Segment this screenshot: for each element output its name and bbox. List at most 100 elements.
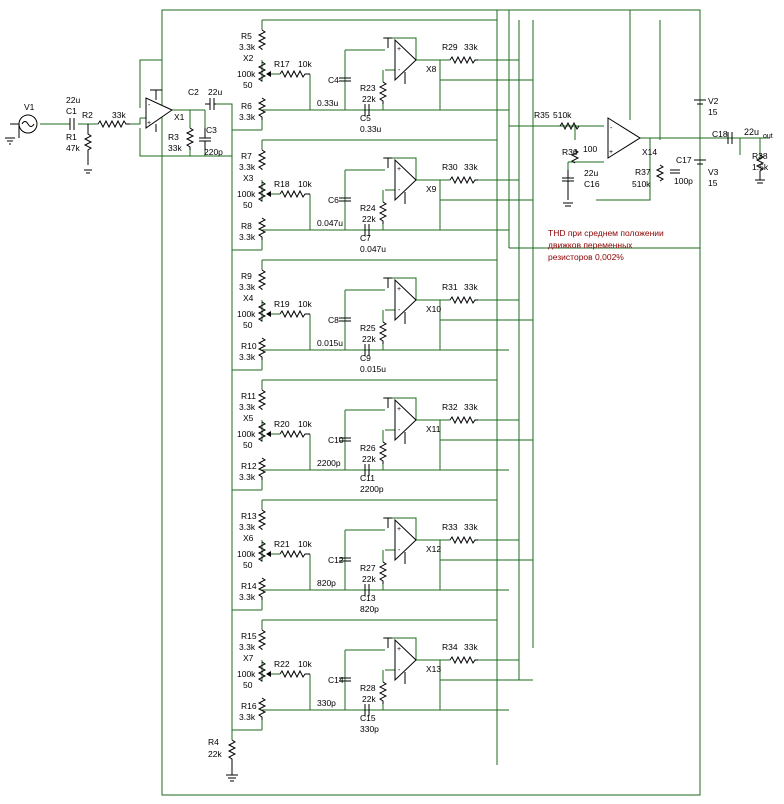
band-5-r-shunt-ref: R27	[360, 563, 376, 573]
band-3-c-a-ref: C8	[328, 315, 339, 325]
r36-value: 100	[583, 144, 597, 154]
band-1-r-bottom-value: 3.3k	[239, 112, 256, 122]
band-4-r-feedback-ref: R32	[442, 402, 458, 412]
r35-ref: R35	[534, 110, 550, 120]
band-3-pot-position: 50	[243, 320, 253, 330]
band-3-c-b-ref: C9	[360, 353, 371, 363]
r3-value: 33k	[168, 143, 182, 153]
band-2-c-a: C60.047u	[317, 195, 351, 228]
band-6-opamp: +-X13	[384, 637, 441, 684]
band-4-c-b-value: 2200p	[360, 484, 384, 494]
output-r36: R36 100	[562, 144, 597, 164]
band-6-pot-ref: X7	[243, 653, 254, 663]
band-5-c-b-ref: C13	[360, 593, 376, 603]
band-3-r-series: R19 10k	[274, 299, 312, 319]
band-3-c-b: C90.015u	[360, 344, 386, 374]
wiring	[40, 9, 770, 796]
x14-ref: X14	[642, 147, 657, 157]
r35-value: 510k	[553, 110, 572, 120]
band-4-r-bottom-ref: R12	[241, 461, 257, 471]
band-5-r-series-ref: R21	[274, 539, 290, 549]
c2-ref: C2	[188, 87, 199, 97]
band-2-r-series-ref: R18	[274, 179, 290, 189]
supply-v3: V3 15	[694, 159, 719, 188]
r4-ref: R4	[208, 737, 219, 747]
band-4-opamp: +-X11	[384, 397, 441, 444]
output-r38: R38 1.5k	[752, 151, 769, 184]
opamp-pin-sign: -	[398, 547, 401, 554]
band-5-r-series-value: 10k	[298, 539, 312, 549]
band-2-r-top-ref: R7	[241, 151, 252, 161]
band-3-r-feedback-value: 33k	[464, 282, 478, 292]
c18-ref: C18	[712, 129, 728, 139]
r2-ref: R2	[82, 110, 93, 120]
band-2-c-b-ref: C7	[360, 233, 371, 243]
band-4-opamp-ref: X11	[426, 424, 441, 434]
band-2-c-a-ref: C6	[328, 195, 339, 205]
output-r35: R35 510k	[534, 110, 580, 131]
source-v1: V1	[5, 102, 38, 145]
input-opamp-x1: - + X1	[145, 89, 185, 132]
c18-value: 22u	[744, 127, 759, 137]
input-c3: C3 220p	[199, 125, 223, 157]
band-6-r-top-ref: R15	[241, 631, 257, 641]
opamp-pin-sign: +	[397, 646, 401, 653]
band-3-r-series-ref: R19	[274, 299, 290, 309]
band-3-r-top-ref: R9	[241, 271, 252, 281]
band-1-r-top: R53.3k	[239, 29, 267, 52]
band-6-r-series-ref: R22	[274, 659, 290, 669]
note-line-3: резисторов 0,002%	[548, 252, 624, 262]
c17-value: 100p	[674, 176, 693, 186]
band-1-pot-position: 50	[243, 80, 253, 90]
band-1-c-a: C40.33u	[317, 75, 351, 108]
source-c1: 22u C1	[66, 95, 80, 130]
band-3-c-a-value: 0.015u	[317, 338, 343, 348]
band-1-r-feedback-ref: R29	[442, 42, 458, 52]
band-2-c-b: C70.047u	[360, 224, 386, 254]
band-4-c-a-value: 2200p	[317, 458, 341, 468]
band-4-r-series-ref: R20	[274, 419, 290, 429]
band-4-r-bottom-value: 3.3k	[239, 472, 256, 482]
band-4-r-feedback-value: 33k	[464, 402, 478, 412]
band-2-r-series-value: 10k	[298, 179, 312, 189]
band-1-pot-value: 100k	[237, 69, 256, 79]
c2-value: 22u	[208, 87, 222, 97]
band-6-r-bottom-value: 3.3k	[239, 712, 256, 722]
band-5-r-top-ref: R13	[241, 511, 257, 521]
note-line-2: движков переменных	[548, 240, 633, 250]
band-5-r-shunt-value: 22k	[362, 574, 376, 584]
band-3-r-series-value: 10k	[298, 299, 312, 309]
band-1-opamp: +-X8	[384, 37, 437, 84]
band-1-r-shunt-value: 22k	[362, 94, 376, 104]
band-6-r-top-value: 3.3k	[239, 642, 256, 652]
c1-ref: C1	[66, 106, 77, 116]
band-1-r-top-value: 3.3k	[239, 42, 256, 52]
band-3-r-shunt-value: 22k	[362, 334, 376, 344]
out-label: out	[763, 133, 773, 140]
band-3-r-bottom-ref: R10	[241, 341, 257, 351]
opamp-pin-sign: +	[397, 406, 401, 413]
band-3-r-top-value: 3.3k	[239, 282, 256, 292]
band-5-r-bottom-value: 3.3k	[239, 592, 256, 602]
c16-value: 22u	[584, 168, 598, 178]
band-5-pot-ref: X6	[243, 533, 254, 543]
opamp-pin-sign: +	[397, 166, 401, 173]
